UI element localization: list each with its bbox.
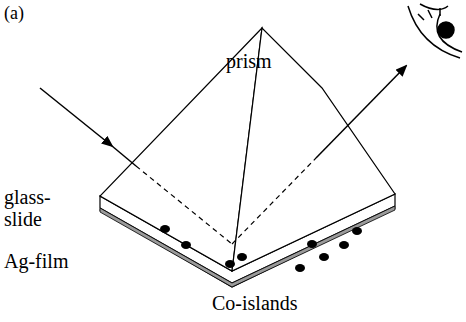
part-label: glass- slide — [4, 186, 62, 230]
eye-symbol — [408, 4, 462, 58]
part-label: Ag-film — [4, 250, 94, 272]
co-islands — [160, 225, 362, 272]
incident-beam-inside — [136, 166, 232, 244]
part-label: Co-islands — [212, 292, 332, 314]
part-label: prism — [226, 50, 306, 72]
reflected-beam — [316, 66, 406, 158]
incident-beam — [112, 146, 136, 166]
incident-beam — [40, 88, 112, 146]
figure-tag: (a) — [4, 2, 64, 24]
reflected-beam-inside — [232, 158, 316, 244]
